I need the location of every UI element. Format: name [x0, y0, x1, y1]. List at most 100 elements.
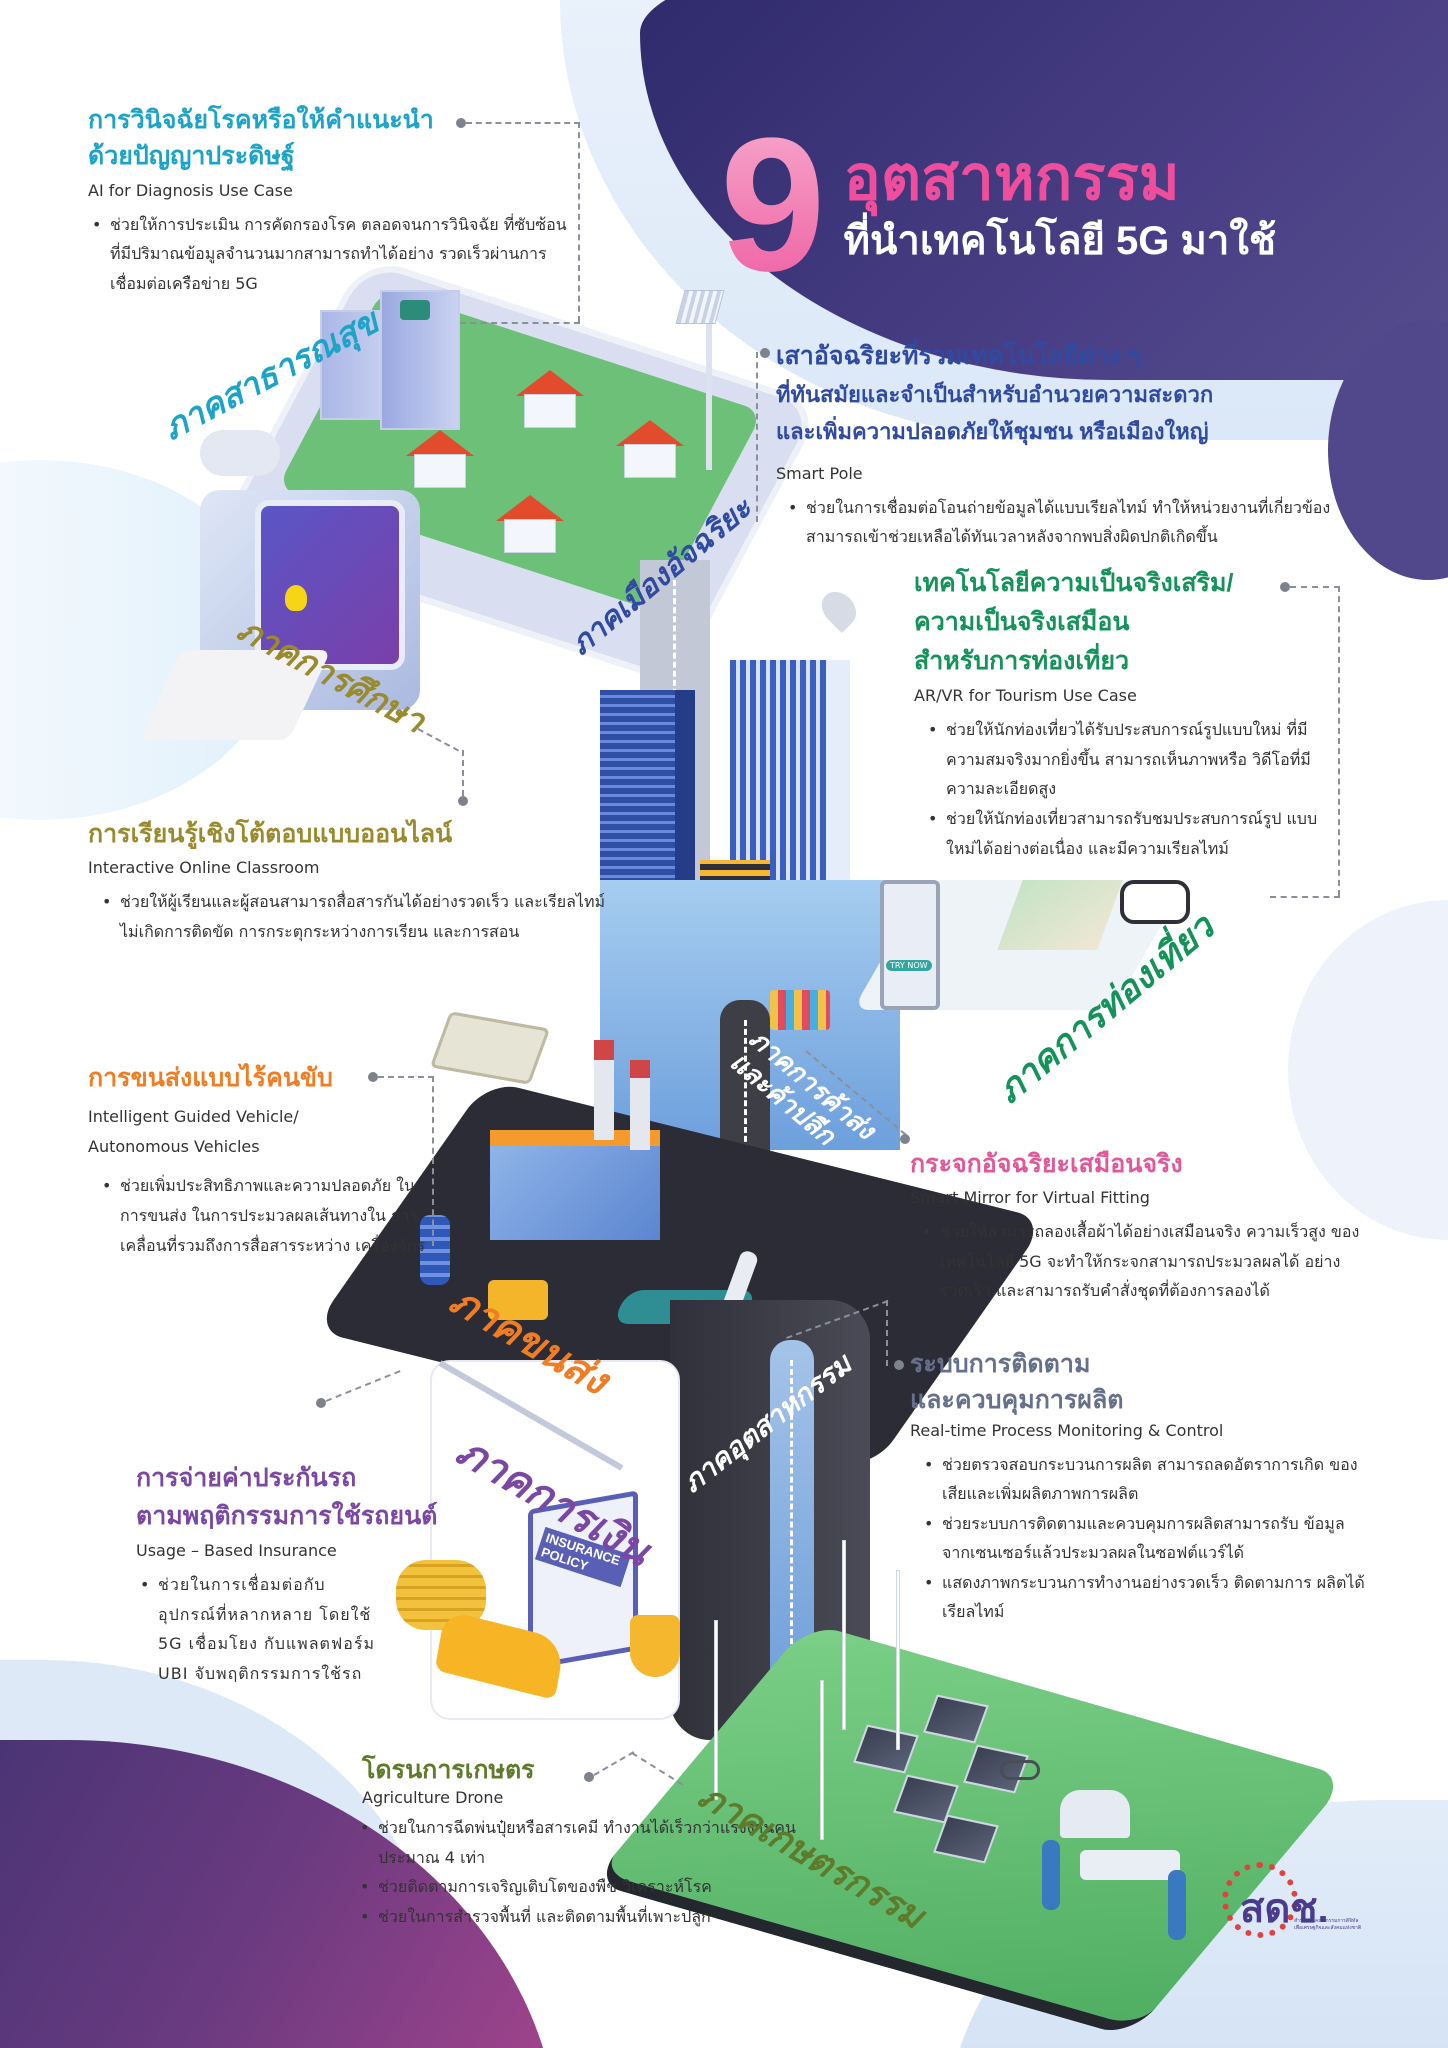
bullet-item: แสดงภาพกระบวนการทำงานอย่างรวดเร็ว ติดตาม… — [920, 1568, 1370, 1627]
use-case-english: Smart Mirror for Virtual Fitting — [910, 1188, 1150, 1208]
wind-turbine-icon — [896, 1570, 900, 1750]
bullet-item: ช่วยให้สามารถลองเสื้อผ้าได้อย่างเสมือนจร… — [918, 1217, 1370, 1306]
connector-line — [756, 352, 758, 522]
clothes-rack-icon — [770, 990, 830, 1030]
bullet-item: ช่วยในการเชื่อมต่อกับ อุปกรณ์ที่หลากหลาย… — [136, 1570, 386, 1688]
planter-bed — [1080, 1850, 1180, 1880]
smart-mirror-icon — [880, 880, 940, 1010]
factory-chimney — [594, 1040, 614, 1140]
house-icon — [406, 430, 474, 488]
farmer-figure — [1168, 1870, 1186, 1940]
factory-chimney — [630, 1060, 650, 1150]
bullet-list: ช่วยในการเชื่อมต่อกับ อุปกรณ์ที่หลากหลาย… — [136, 1570, 386, 1688]
title-sub: ที่นำเทคโนโลยี 5G มาใช้ — [843, 218, 1276, 263]
bullet-item: ช่วยในการเชื่อมต่อโอนถ่ายข้อมูลได้แบบเรี… — [784, 493, 1376, 552]
use-case-online-classroom: การเรียนรู้เชิงโต้ตอบแบบออนไลน์ Interact… — [88, 816, 608, 946]
use-case-agri-drone: โดรนการเกษตร Agriculture Drone ช่วยในการ… — [360, 1752, 842, 1932]
cloud-icon — [200, 430, 280, 476]
bullet-item: ช่วยติดตามการเจริญเติบโตของพืช วิเคราะห์… — [356, 1872, 842, 1902]
use-case-smart-pole: เสาอัจฉริยะที่รวมเทคโนโลยีต่าง ๆ ที่ทันส… — [776, 336, 1376, 552]
bullet-item: ช่วยให้การประเมิน การคัดกรองโรค ตลอดจนกา… — [88, 210, 568, 299]
use-case-autonomous: การขนส่งแบบไร้คนขับ Intelligent Guided V… — [88, 1060, 428, 1260]
page-title: 9 อุตสาหกรรม ที่นำเทคโนโลยี 5G มาใช้ — [720, 110, 1276, 300]
use-case-title: การวินิจฉัยโรคหรือให้คำแนะนำ ด้วยปัญญาปร… — [88, 106, 434, 171]
connector-dot — [760, 348, 770, 358]
connector-dot — [316, 1398, 326, 1408]
connector-line — [378, 1076, 434, 1078]
use-case-english: Intelligent Guided Vehicle/ Autonomous V… — [88, 1107, 299, 1156]
bullet-item: ช่วยในการสำรวจพื้นที่ และติดตามพื้นที่เพ… — [356, 1902, 842, 1932]
bullet-item: ช่วยเพิ่มประสิทธิภาพและความปลอดภัย ในการ… — [98, 1171, 428, 1260]
use-case-english: Interactive Online Classroom — [88, 858, 320, 878]
use-case-title: กระจกอัจฉริยะเสมือนจริง — [910, 1150, 1183, 1178]
road-markings — [744, 1020, 747, 1240]
helipad-icon — [400, 300, 430, 320]
connector-dot — [584, 1772, 594, 1782]
vr-headset-icon — [1120, 880, 1190, 924]
bullet-item: ช่วยในการฉีดพ่นปุ๋ยหรือสารเคมี ทำงานได้เ… — [356, 1813, 842, 1872]
video-screen — [255, 500, 405, 670]
bullet-list: ช่วยให้การประเมิน การคัดกรองโรค ตลอดจนกา… — [88, 210, 568, 299]
use-case-title: การจ่ายค่าประกันรถ ตามพฤติกรรมการใช้รถยน… — [136, 1464, 438, 1530]
skyscraper — [730, 660, 850, 890]
bullet-list: ช่วยให้ผู้เรียนและผู้สอนสามารถสื่อสารกัน… — [88, 887, 608, 946]
bullet-item: ช่วยให้ผู้เรียนและผู้สอนสามารถสื่อสารกัน… — [98, 887, 608, 946]
use-case-process-monitoring: ระบบการติดตาม และควบคุมการผลิต Real-time… — [910, 1346, 1370, 1627]
use-case-english: Usage – Based Insurance — [136, 1541, 337, 1560]
bullet-list: ช่วยตรวจสอบกระบวนการผลิต สามารถลดอัตรากา… — [910, 1450, 1370, 1628]
shield-icon — [630, 1615, 680, 1677]
lightbulb-icon — [285, 585, 307, 611]
bullet-list: ช่วยให้สามารถลองเสื้อผ้าได้อย่างเสมือนจร… — [910, 1217, 1370, 1306]
connector-dot — [458, 796, 468, 806]
bullet-list: ช่วยในการฉีดพ่นปุ๋ยหรือสารเคมี ทำงานได้เ… — [356, 1813, 842, 1931]
use-case-english: AR/VR for Tourism Use Case — [914, 686, 1137, 706]
bullet-item: ช่วยระบบการติดตามและควบคุมการผลิตสามารถร… — [920, 1509, 1370, 1568]
connector-line — [1338, 586, 1340, 896]
use-case-ai-diagnosis: การวินิจฉัยโรคหรือให้คำแนะนำ ด้วยปัญญาปร… — [88, 102, 568, 298]
bullet-list: ช่วยในการเชื่อมต่อโอนถ่ายข้อมูลได้แบบเรี… — [776, 493, 1376, 552]
connector-line — [432, 1076, 434, 1246]
connector-dot — [1280, 582, 1290, 592]
house-icon — [616, 420, 684, 478]
road-markings — [790, 1360, 793, 1680]
title-main: อุตสาหกรรม — [843, 144, 1180, 214]
wind-turbine-icon — [842, 1540, 846, 1730]
bullet-item: ช่วยให้นักท่องเที่ยวสามารถรับชมประสบการณ… — [924, 804, 1334, 863]
connector-dot — [894, 1360, 904, 1370]
house-icon — [496, 495, 564, 553]
connector-line — [886, 1300, 888, 1366]
use-case-title: การขนส่งแบบไร้คนขับ — [88, 1064, 333, 1092]
use-case-title: เสาอัจฉริยะที่รวมเทคโนโลยีต่าง ๆ ที่ทันส… — [776, 342, 1214, 444]
bullet-list: ช่วยเพิ่มประสิทธิภาพและความปลอดภัย ในการ… — [88, 1171, 428, 1260]
ondc-logo: สดช. สำนักงานคณะกรรมการดิจิทัลเพื่อเศรษฐ… — [1222, 1862, 1361, 1942]
wind-turbine-icon — [714, 1620, 718, 1800]
farmer-figure — [1042, 1840, 1060, 1910]
solar-panel-icon — [675, 290, 725, 324]
bullet-list: ช่วยให้นักท่องเที่ยวได้รับประสบการณ์รูปแ… — [914, 715, 1334, 863]
location-pin-icon — [814, 584, 864, 634]
mirror-badge: TRY NOW — [886, 960, 932, 971]
smart-pole-icon — [706, 300, 712, 470]
use-case-title: โดรนการเกษตร — [362, 1756, 535, 1784]
connector-dot — [456, 118, 466, 128]
connector-line — [460, 322, 580, 324]
logo-dot-ring — [1222, 1862, 1298, 1938]
use-case-english: Real-time Process Monitoring & Control — [910, 1420, 1224, 1440]
connector-dot — [368, 1072, 378, 1082]
use-case-ar-vr: เทคโนโลยีความเป็นจริงเสริม/ ความเป็นจริง… — [914, 564, 1334, 863]
connector-line — [1290, 586, 1340, 588]
use-case-english: Agriculture Drone — [362, 1788, 504, 1808]
connector-dot — [900, 1134, 910, 1144]
connector-line — [578, 122, 580, 322]
use-case-english: Smart Pole — [776, 463, 863, 483]
greenhouse-icon — [1060, 1790, 1130, 1838]
bullet-item: ช่วยตรวจสอบกระบวนการผลิต สามารถลดอัตรากา… — [920, 1450, 1370, 1509]
connector-line — [462, 750, 464, 796]
logo-text: สดช. — [1240, 1887, 1329, 1931]
autonomous-truck-icon — [429, 1011, 551, 1085]
bullet-item: ช่วยให้นักท่องเที่ยวได้รับประสบการณ์รูปแ… — [924, 715, 1334, 804]
use-case-title: ระบบการติดตาม และควบคุมการผลิต — [910, 1350, 1124, 1415]
use-case-english: AI for Diagnosis Use Case — [88, 180, 293, 200]
logo-subtitle: สำนักงานคณะกรรมการดิจิทัลเพื่อเศรษฐกิจแล… — [1294, 1918, 1362, 1931]
